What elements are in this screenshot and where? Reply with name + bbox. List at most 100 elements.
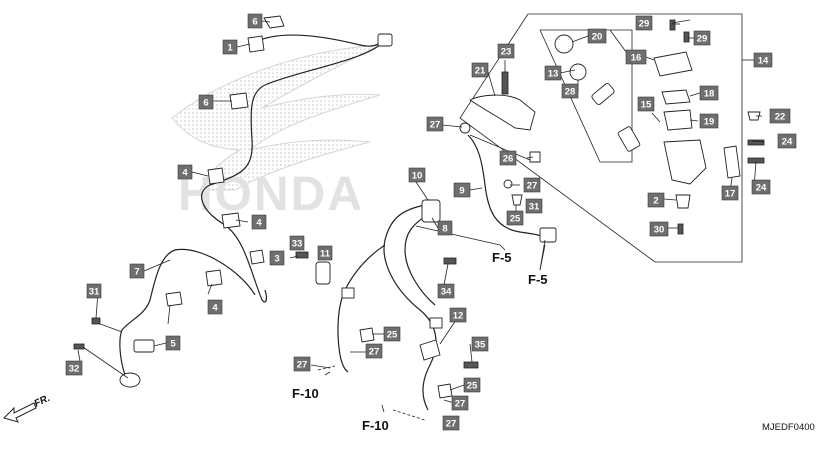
callout-part[interactable]: 25 [506,210,524,226]
callout-part[interactable]: 24 [777,133,797,149]
callout-part[interactable]: 14 [753,52,773,68]
clip-part-4-b [221,212,241,229]
svg-text:27: 27 [527,181,538,192]
spring-part [617,126,641,152]
clip-part-4-c [205,269,223,287]
callout-part[interactable]: 34 [437,283,455,299]
washer-27-mid [503,179,513,189]
screw-29-b [683,31,690,43]
callout-part[interactable]: 25 [463,377,481,393]
callout-part[interactable]: 3 [269,250,285,266]
callout-part[interactable]: 27 [523,177,541,193]
svg-text:30: 30 [654,225,665,236]
callout-part[interactable]: 27 [365,343,383,359]
callout-part[interactable]: 9 [453,182,471,198]
cap-22 [747,111,761,121]
svg-text:31: 31 [529,202,540,213]
callout-part[interactable]: 20 [587,28,607,44]
callout-part[interactable]: 33 [289,235,305,251]
bolt-33 [295,251,309,259]
callout-part[interactable]: 26 [499,150,517,166]
svg-text:20: 20 [592,32,603,43]
callout-part[interactable]: 25 [383,326,401,342]
middle-brake-hoses [337,199,501,411]
circlip-28 [569,63,587,81]
callout-part[interactable]: 1 [222,39,238,55]
callout-part[interactable]: 29 [693,30,711,46]
callout-part[interactable]: 27 [442,415,460,431]
callout-part[interactable]: 16 [625,49,647,65]
svg-text:2: 2 [653,196,658,207]
callout-part[interactable]: 19 [699,113,719,129]
callout-part[interactable]: 8 [437,220,453,236]
callout-part[interactable]: 4 [207,299,223,315]
callout-part[interactable]: 6 [198,94,214,110]
callout-part[interactable]: 11 [317,245,333,261]
section-ref-f10-b[interactable]: F-10 [362,418,389,433]
svg-text:27: 27 [446,419,457,430]
hose-end-fitting [539,227,557,243]
master-cylinder-body [663,139,707,185]
svg-text:21: 21 [475,66,486,77]
callout-part[interactable]: 18 [699,85,719,101]
svg-text:25: 25 [387,330,398,341]
svg-text:18: 18 [704,89,715,100]
callout-part[interactable]: 31 [525,198,543,214]
svg-text:3: 3 [274,254,279,265]
svg-text:6: 6 [203,98,208,109]
callout-part[interactable]: 12 [449,307,467,323]
svg-text:27: 27 [369,347,380,358]
callout-part[interactable]: 31 [86,283,102,299]
clip-part-1 [247,35,265,53]
callout-part[interactable]: 30 [649,221,669,237]
front-direction-indicator: FR. [3,393,52,423]
callout-part[interactable]: 13 [544,65,562,81]
callout-part[interactable]: 5 [165,335,181,351]
part-26 [529,151,541,163]
hose-collar-a [341,287,355,299]
switch-part-2 [675,194,691,209]
callout-part[interactable]: 32 [65,360,83,376]
callout-part[interactable]: 4 [177,164,193,180]
callout-part[interactable]: 4 [251,214,267,230]
callout-part[interactable]: 10 [408,167,426,183]
callout-part[interactable]: 27 [426,116,444,132]
svg-text:6: 6 [252,17,257,28]
callout-part[interactable]: 22 [769,108,791,124]
callout-part[interactable]: 21 [471,62,489,78]
callout-part[interactable]: 6 [247,13,263,29]
callout-part[interactable]: 35 [471,336,489,352]
washer-27-upper [459,122,471,134]
callout-part[interactable]: 15 [637,96,655,112]
svg-text:27: 27 [430,120,441,131]
holder-17 [723,145,741,179]
callout-part[interactable]: 17 [721,185,739,201]
brand-watermark: HONDA [171,44,381,221]
clip-part-3-upper [249,249,265,265]
pivot-bolt-23 [501,71,509,95]
callout-part[interactable]: 24 [751,179,771,195]
banjo-25-right [511,194,523,206]
section-ref-f5-a[interactable]: F-5 [492,250,512,265]
svg-text:35: 35 [475,340,486,351]
callout-part[interactable]: 29 [635,15,653,31]
svg-text:4: 4 [182,168,188,179]
callout-part[interactable]: 23 [497,43,515,59]
svg-text:15: 15 [641,100,652,111]
callout-part[interactable]: 7 [129,263,145,279]
svg-text:24: 24 [782,137,793,148]
callout-part[interactable]: 28 [561,83,579,99]
svg-text:34: 34 [441,287,452,298]
callout-part[interactable]: 2 [647,192,665,208]
section-ref-f5-b[interactable]: F-5 [528,272,548,287]
callout-part[interactable]: 27 [451,395,469,411]
bolt-32 [73,343,85,350]
callout-part[interactable]: 27 [293,356,311,372]
section-ref-f10-a[interactable]: F-10 [292,386,319,401]
svg-text:25: 25 [467,381,478,392]
svg-text:25: 25 [510,214,521,225]
svg-text:9: 9 [459,186,464,197]
right-brake-hose [459,122,557,271]
svg-text:19: 19 [704,117,715,128]
